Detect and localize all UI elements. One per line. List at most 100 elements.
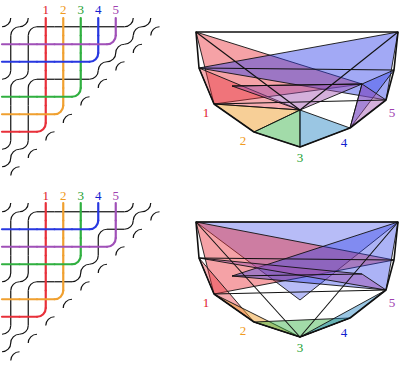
colored-pipe — [72, 246, 90, 248]
pipe-segment — [63, 114, 72, 123]
pipe-segment — [98, 62, 107, 71]
pipe-segment — [90, 256, 99, 265]
pipe-segment — [46, 132, 55, 141]
pipe-segment — [28, 282, 37, 291]
polytope-outline — [196, 222, 398, 337]
colored-pipe — [2, 113, 20, 115]
pipe-segment — [11, 334, 20, 343]
pipe-segment — [151, 212, 160, 221]
colored-pipe — [115, 203, 117, 221]
pipe-segment — [11, 282, 20, 291]
vertex-label: 2 — [239, 324, 248, 337]
colored-pipe — [55, 43, 73, 45]
colored-pipe — [37, 263, 55, 265]
colored-pipe — [115, 18, 117, 36]
colored-pipe — [20, 246, 38, 248]
pipe-segment — [20, 203, 29, 212]
pipe-segment — [133, 27, 142, 36]
colored-pipe — [55, 228, 73, 230]
colored-pipe — [2, 228, 20, 230]
colored-pipe — [62, 273, 64, 291]
strand-label: 1 — [43, 3, 50, 16]
colored-pipe — [72, 256, 81, 265]
colored-pipe — [37, 113, 55, 115]
polytope-outline — [196, 32, 398, 147]
colored-pipe — [97, 203, 99, 221]
polytope-edge — [196, 222, 300, 337]
colored-pipe — [55, 246, 73, 248]
colored-pipe — [62, 203, 64, 221]
colored-pipe — [2, 246, 20, 248]
colored-pipe — [45, 273, 47, 291]
strand-label: 5 — [113, 3, 120, 16]
colored-pipe — [20, 316, 38, 318]
colored-pipe — [20, 61, 38, 63]
colored-triangle — [350, 84, 386, 128]
pipe-segment — [81, 97, 90, 106]
pipe-segment — [28, 79, 37, 88]
colored-pipe — [2, 43, 20, 45]
vertex-label: 4 — [340, 136, 349, 149]
colored-pipe — [55, 61, 73, 63]
vertex-label: 3 — [296, 151, 305, 164]
pipe-segment — [72, 273, 81, 282]
pipe-segment — [116, 247, 125, 256]
pipe-segment — [125, 18, 134, 27]
polytope-edge — [232, 84, 362, 86]
colored-pipe — [80, 203, 82, 221]
pipe-segment — [2, 343, 11, 352]
pipe-segment — [125, 36, 134, 45]
colored-triangle — [196, 222, 398, 300]
polytope-ground — [196, 222, 398, 337]
polytope-edge — [232, 274, 362, 276]
polytope-edge — [300, 32, 398, 110]
strand-label: 4 — [95, 189, 102, 202]
pipe-segment — [116, 44, 125, 53]
colored-pipe — [72, 61, 90, 63]
colored-triangle — [350, 70, 394, 128]
pipe-segment — [133, 44, 142, 53]
pipe-segment — [98, 229, 107, 238]
pipe-segment — [11, 79, 20, 88]
polytope-edge — [214, 290, 386, 294]
colored-pipe — [55, 263, 73, 265]
pipe-segment — [107, 53, 116, 62]
colored-pipe — [80, 71, 82, 89]
colored-pipe — [2, 96, 20, 98]
colored-triangle — [254, 110, 300, 147]
vertex-label: 5 — [388, 106, 397, 119]
colored-pipe — [45, 71, 47, 89]
polytope-ground — [196, 32, 398, 147]
pipe-segment — [11, 167, 20, 176]
pipe-segment — [151, 27, 160, 36]
strand-label: 3 — [78, 3, 85, 16]
colored-pipe — [2, 61, 20, 63]
pipe-segment — [2, 203, 11, 212]
pipe-segment — [81, 282, 90, 291]
pipe-segment — [116, 62, 125, 71]
pipe-segment — [63, 299, 72, 308]
pipe-segment — [20, 18, 29, 27]
pipe-segment — [142, 18, 151, 27]
pipe-segment — [2, 273, 11, 282]
colored-pipe — [45, 18, 47, 36]
colored-pipe — [20, 96, 38, 98]
strand-label: 3 — [78, 189, 85, 202]
pipe-segment — [20, 326, 29, 335]
pipe-segment — [133, 229, 142, 238]
colored-pipe — [55, 106, 64, 115]
strand-label: 2 — [60, 3, 67, 16]
colored-pipe — [72, 228, 90, 230]
strand-label: 4 — [95, 3, 102, 16]
colored-pipe — [45, 203, 47, 221]
pipe-segment — [11, 212, 20, 221]
colored-pipe — [20, 228, 38, 230]
vertex-label: 5 — [388, 296, 397, 309]
colored-triangle — [232, 84, 362, 110]
pipe-segment — [81, 264, 90, 273]
colored-pipe — [55, 96, 73, 98]
pipe-segment — [28, 334, 37, 343]
pipe-segment — [2, 71, 11, 80]
colored-pipe — [90, 221, 99, 230]
